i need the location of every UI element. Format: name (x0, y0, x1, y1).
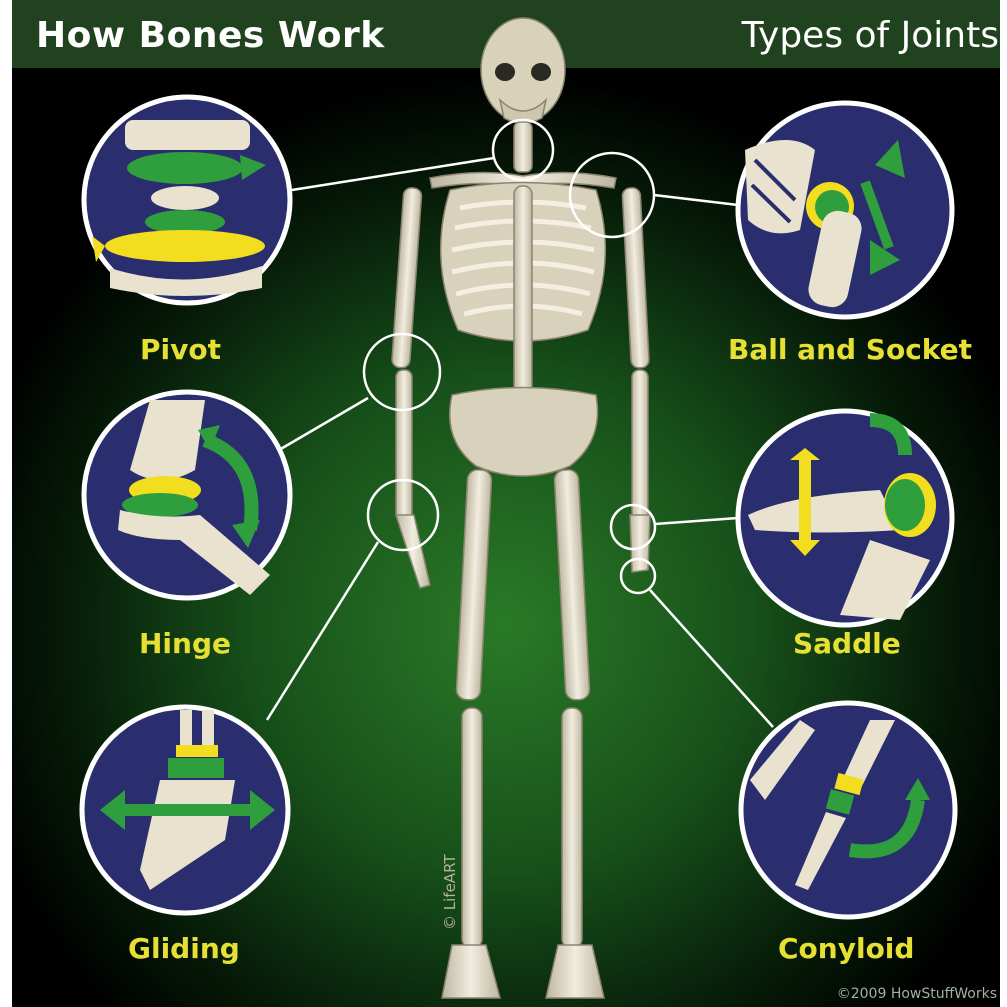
callout-hinge (84, 392, 290, 598)
page-subtitle: Types of Joints (742, 14, 999, 58)
callout-conyloid (741, 703, 955, 917)
callout-gliding (82, 707, 288, 913)
callout-pivot (84, 97, 290, 303)
page-title: How Bones Work (36, 14, 385, 58)
callout-ball-and-socket (738, 103, 952, 317)
right-tibia (562, 708, 582, 948)
label-gliding: Gliding (128, 932, 240, 966)
frame-left (0, 0, 12, 1007)
label-ball-and-socket: Ball and Socket (728, 333, 972, 367)
label-pivot: Pivot (140, 333, 221, 367)
spine (514, 186, 532, 416)
skull (481, 18, 565, 122)
copyright-notice: ©2009 HowStuffWorks (837, 986, 997, 1002)
frame-right (1000, 0, 1007, 1007)
artist-credit: © LifeART (441, 854, 459, 930)
label-hinge: Hinge (139, 627, 231, 661)
callout-saddle (738, 411, 952, 625)
label-saddle: Saddle (793, 627, 901, 661)
neck (514, 122, 532, 172)
left-tibia (462, 708, 482, 948)
label-conyloid: Conyloid (778, 932, 914, 966)
left-forearm (396, 370, 412, 520)
right-forearm (632, 370, 648, 520)
